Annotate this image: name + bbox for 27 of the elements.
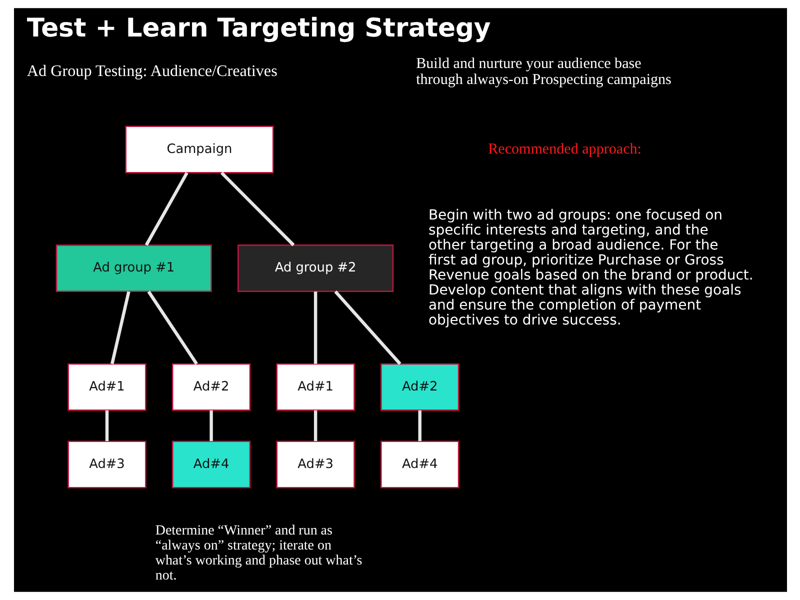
diagram-title: Test + Learn Targeting Strategy	[26, 13, 490, 44]
label: Recommended approach:	[488, 141, 641, 158]
label: Determine “Winner” and run as “always on” strategy; iterate on what’s working and phase out what’s not.	[154, 523, 362, 584]
node-box: Ad#4	[380, 440, 459, 488]
connector	[313, 292, 317, 364]
node-box: Ad group #2	[237, 244, 394, 292]
node-box: Ad#1	[276, 363, 354, 411]
label: Build and nurture your audience base through always-on Prospecting campaigns	[416, 56, 671, 88]
connector	[418, 410, 421, 442]
node-box: Ad#2	[171, 363, 250, 411]
connector	[220, 172, 294, 246]
connector	[313, 410, 317, 442]
connector	[209, 410, 212, 442]
node-box: Ad#3	[67, 440, 146, 488]
label: Ad Group Testing: Audience/Creatives	[26, 62, 277, 80]
node-box: Ad#3	[276, 440, 354, 488]
node-box: Ad#1	[67, 363, 146, 411]
node-box: Ad#4	[171, 440, 250, 488]
connector	[104, 410, 108, 442]
node-box: Ad#2	[380, 363, 459, 411]
label: Begin with two ad groups: one focused on specific interests and targeting, and the other targeting a broad audience. For the first ad group, prioritize Purchase or Gross Revenue goals based on the brand or product. Develop content that aligns with these goals and ensure the completion of payment objectives to drive success.	[428, 207, 753, 329]
connector	[144, 172, 188, 246]
node-box: Ad group #1	[55, 244, 212, 292]
connector	[334, 290, 401, 365]
node-box: Campaign	[124, 126, 274, 174]
connector	[146, 290, 198, 365]
connector	[110, 291, 130, 364]
